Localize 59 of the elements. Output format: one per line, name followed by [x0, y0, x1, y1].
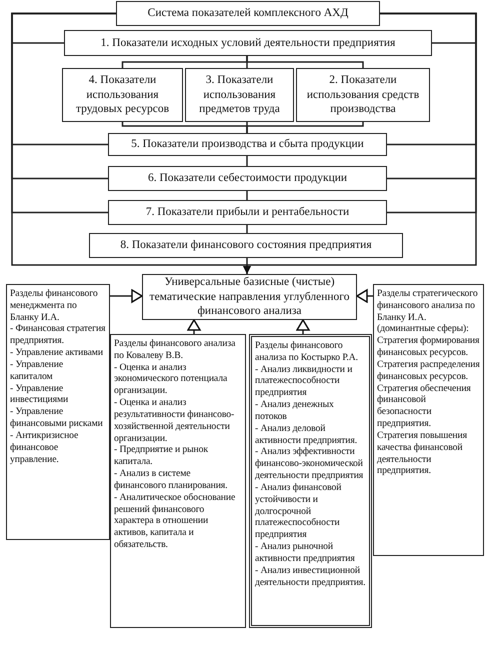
category-box: [108, 166, 387, 191]
list-item: - Управление инвестициями: [10, 382, 70, 406]
category-box: [64, 30, 432, 56]
list-item: Стратегия распределения финансовых ресурсов.: [377, 358, 480, 383]
category-box: [89, 233, 403, 258]
list-item: - Аналитическое обоснование решений финансового характера в отношении активов, капитала и обязательств.: [114, 492, 236, 551]
title-box: [116, 1, 380, 26]
box-text: 3. Показатели использования предметов труда: [198, 72, 281, 118]
list-item: - Предприятие и рынок капитала.: [114, 444, 209, 468]
connector-line: [246, 156, 248, 166]
list-item: - Анализ финансовой устойчивости и долгосрочной платежеспособности предприятия: [255, 482, 342, 542]
list-item: Стратегия обеспечения финансовой безопасности предприятия.: [377, 382, 472, 430]
box-text: 2. Показатели использования средств производства: [306, 72, 420, 118]
category-box: [296, 68, 430, 122]
box-text: Система показателей комплексного АХД: [148, 6, 348, 21]
box-text: 8. Показатели финансового состояния предприятия: [120, 238, 372, 253]
block-arrow: [187, 319, 201, 334]
list-item: - Управление капиталом: [10, 358, 64, 383]
list-item: - Анализ ликвидности и платежеспособности предприятия: [255, 364, 354, 400]
list-item: - Анализ в системе финансового планирования.: [114, 468, 228, 492]
list-item: Стратегия повышения качества финансовой деятельности предприятия.: [377, 430, 468, 478]
box-text: 1. Показатели исходных условий деятельности предприятия: [100, 36, 396, 50]
source-box: [110, 334, 246, 628]
box-text: 6. Показатели себестоимости продукции: [148, 171, 348, 186]
list-item: - Оценка и анализ результативности финансово-хозяйственной деятельности организации.: [114, 397, 236, 444]
connector-line: [246, 122, 364, 133]
box-heading: Разделы финансового анализа по Костырко Р.А.: [255, 340, 359, 364]
box-heading: Разделы финансового менеджмента по Бланку И.А.: [10, 288, 99, 324]
block-arrow: [296, 319, 310, 334]
source-box: [6, 284, 110, 540]
list-item: Стратегия формирования финансовых ресурсов.: [377, 335, 480, 359]
source-box: [373, 284, 484, 556]
list-item: - Управление финансовыми рисками: [10, 406, 104, 430]
category-box: [108, 200, 387, 225]
connector-line: [246, 191, 248, 200]
list-item: - Анализ инвестиционной деятельности предприятия.: [255, 564, 366, 588]
box-text: 4. Показатели использования трудовых ресурсов: [74, 72, 170, 118]
list-item: - Анализ денежных потоков: [255, 399, 335, 423]
list-item: - Анализ эффективности финансово-экономической деятельности предприятия: [255, 446, 364, 482]
connector-line: [246, 56, 364, 68]
list-item: - Антикризисное финансовое управление.: [10, 430, 80, 466]
list-item: - Оценка и анализ экономического потенциала организации.: [114, 362, 228, 398]
source-box: [249, 334, 372, 628]
box-heading: Разделы финансового анализа по Ковалеву В.В.: [114, 338, 236, 362]
category-box: [108, 133, 387, 156]
block-arrow: [110, 289, 143, 303]
list-item: - Анализ рыночной активности предприятия: [255, 541, 356, 565]
box-text: Универсальные базисные (чистые) тематические направления углубленного финансового анализа: [148, 274, 350, 320]
list-item: - Управление активами: [10, 347, 104, 359]
box-heading: Разделы стратегического финансового анализа по Бланку И.А. (доминантные сферы):: [377, 288, 479, 336]
category-box: [185, 68, 294, 122]
arrow: [11, 12, 477, 275]
box-text: 5. Показатели производства и сбыта продукции: [131, 137, 364, 152]
connector-line: [246, 225, 248, 233]
list-item: - Анализ деловой активности предприятия.: [255, 422, 358, 446]
block-arrow: [356, 289, 373, 303]
box-text: 7. Показатели прибыли и рентабельности: [146, 205, 350, 220]
category-box: [62, 68, 183, 122]
list-item: - Финансовая стратегия предприятия.: [10, 323, 106, 348]
